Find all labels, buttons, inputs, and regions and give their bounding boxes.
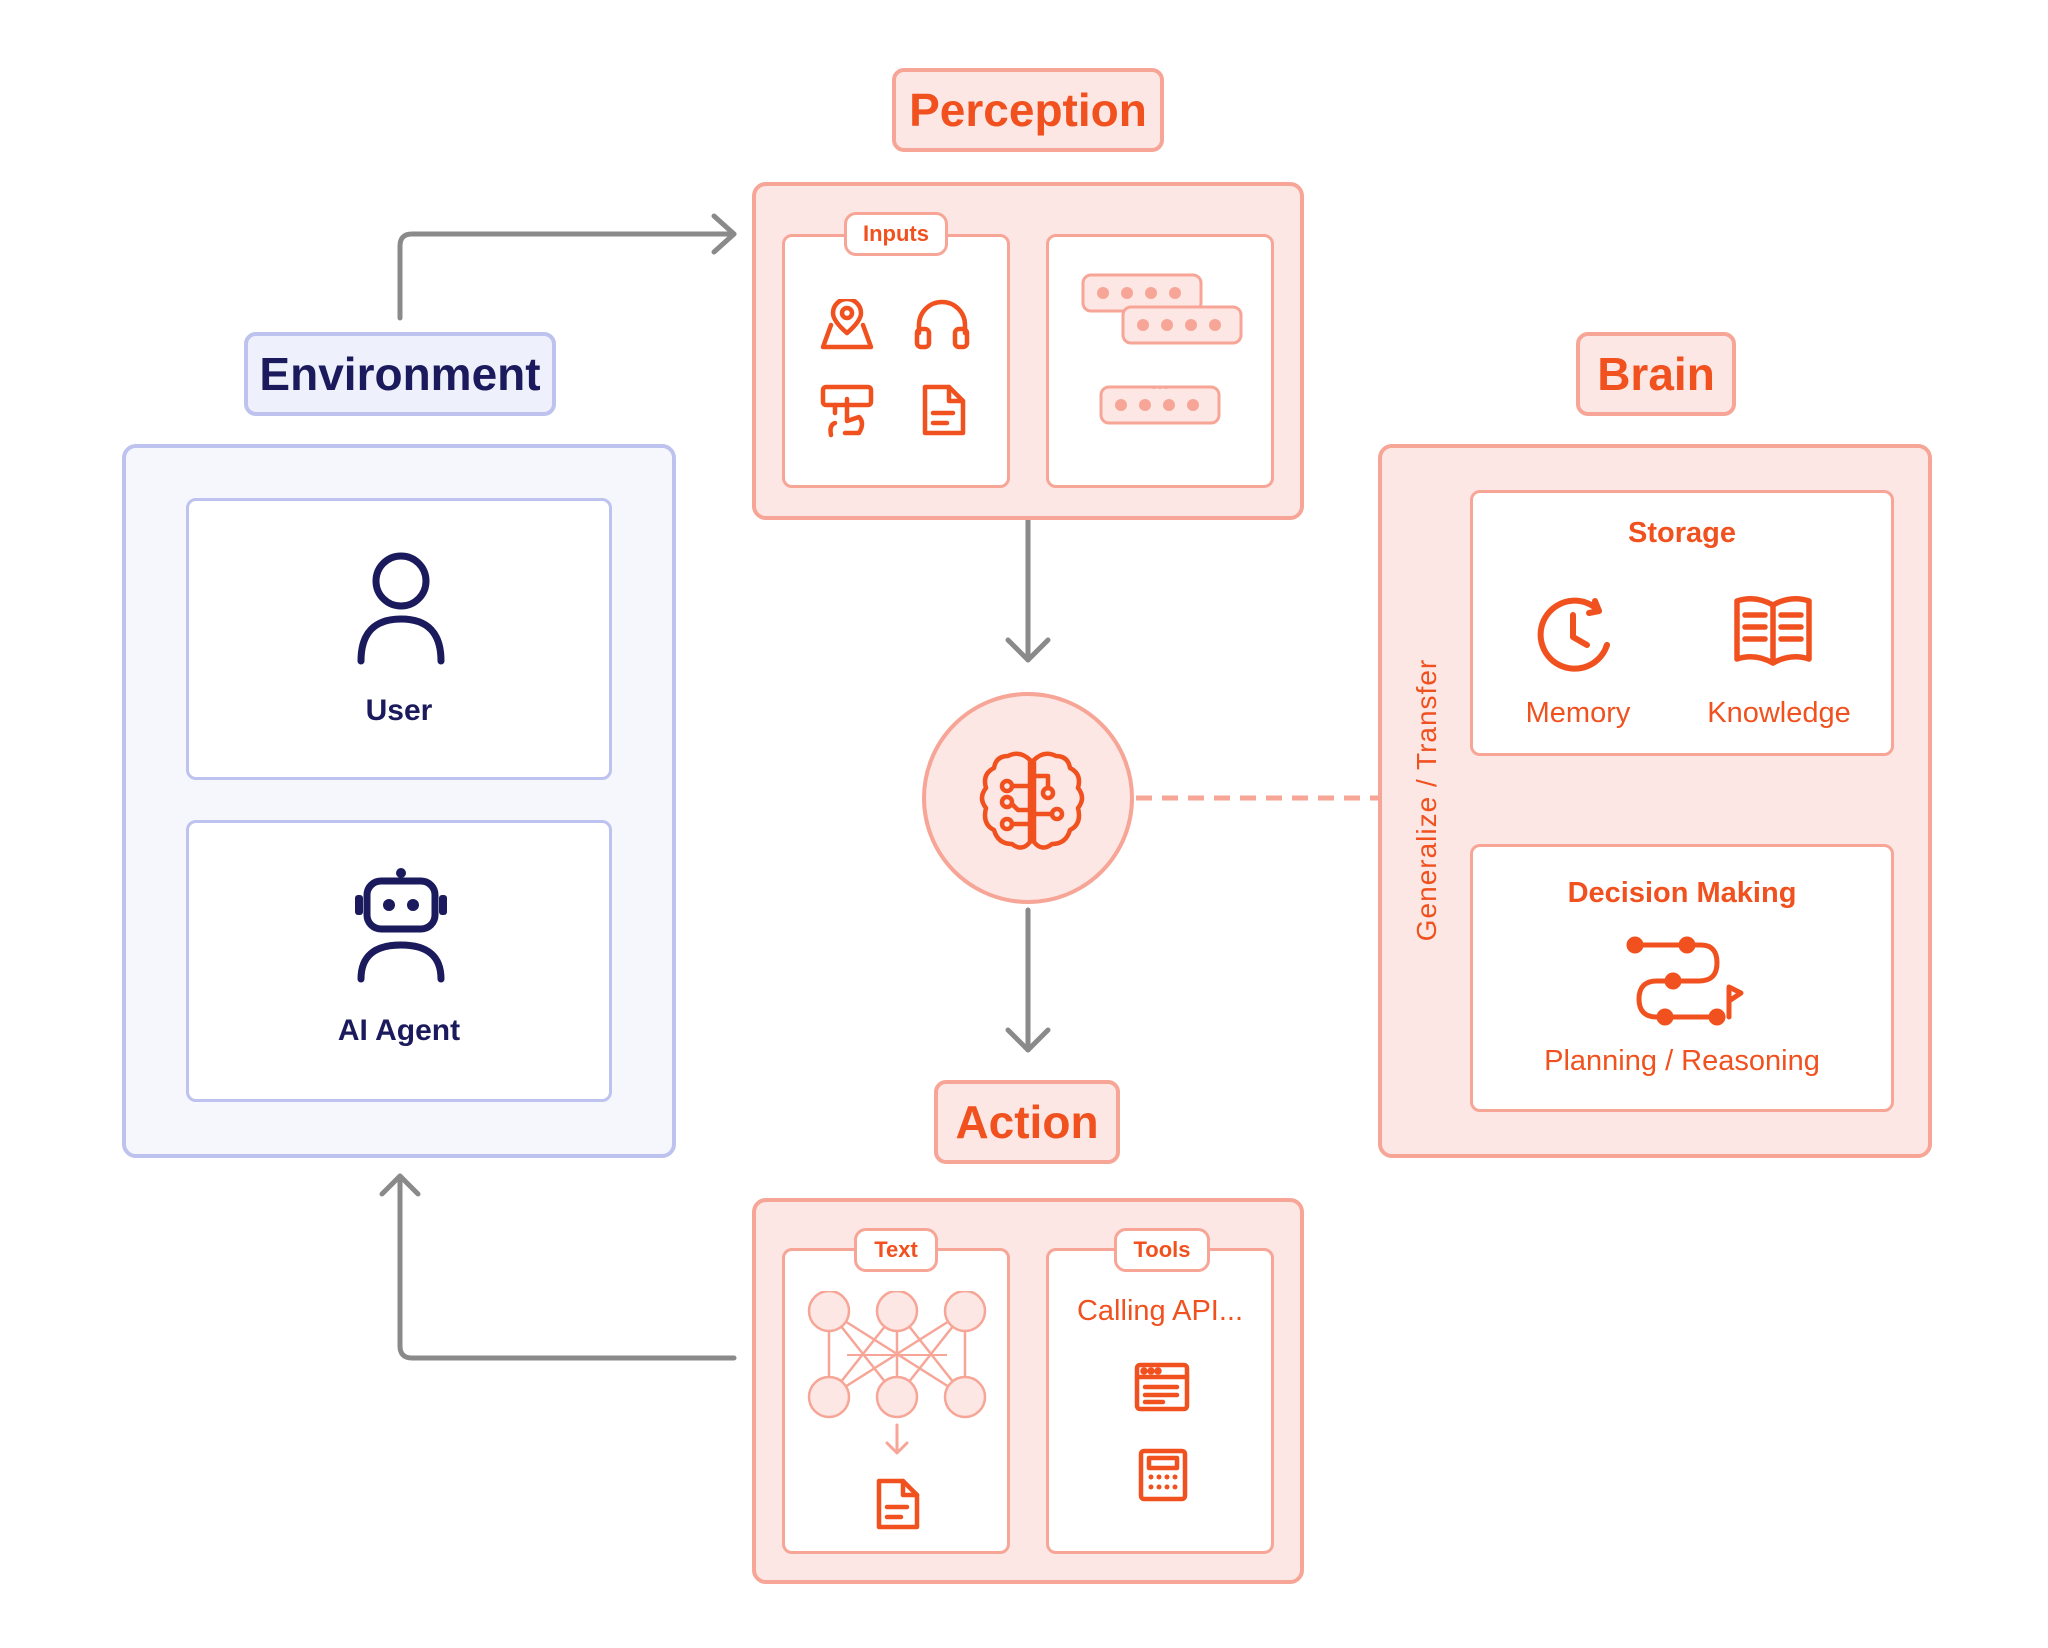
map-pin-icon [819, 299, 875, 351]
decision-making-card: Decision Making Planning / Reasoning [1470, 844, 1894, 1112]
token-ellipsis: ... [1150, 369, 1170, 394]
action-to-environment-arrow [397, 1173, 737, 1361]
user-card: User [186, 498, 612, 780]
user-label: User [365, 694, 433, 727]
clock-icon [1533, 591, 1617, 675]
brain-icon [976, 746, 1088, 858]
book-icon [1731, 593, 1815, 671]
brain-node [922, 692, 1134, 904]
tokens-card: ... [1046, 234, 1274, 488]
browser-window-icon [1133, 1361, 1191, 1413]
text-card [782, 1248, 1010, 1554]
touch-icon [819, 383, 875, 441]
document-icon [921, 383, 967, 437]
token-group [1081, 271, 1251, 431]
perception-title: Perception [892, 68, 1164, 152]
calculator-icon [1137, 1447, 1189, 1503]
storage-title: Storage [1628, 516, 1736, 549]
environment-to-perception-arrow [397, 231, 737, 321]
path-icon [1625, 933, 1745, 1029]
document-icon [875, 1477, 921, 1531]
environment-title: Environment [244, 332, 556, 416]
brain-title: Brain [1576, 332, 1736, 416]
generalize-transfer-label: Generalize / Transfer [1411, 658, 1442, 942]
planning-reasoning-label: Planning / Reasoning [1544, 1044, 1820, 1077]
user-icon [353, 551, 449, 667]
calling-api-label: Calling API... [1076, 1294, 1244, 1327]
inputs-card [782, 234, 1010, 488]
action-title: Action [934, 1080, 1120, 1164]
tools-tag: Tools [1114, 1228, 1210, 1272]
neural-network-icon [807, 1291, 987, 1421]
memory-label: Memory [1525, 696, 1631, 729]
ai-agent-card: AI Agent [186, 820, 612, 1102]
tools-card: Calling API... [1046, 1248, 1274, 1554]
knowledge-label: Knowledge [1707, 696, 1851, 729]
text-tag: Text [854, 1228, 938, 1272]
ai-agent-label: AI Agent [337, 1014, 461, 1047]
robot-icon [351, 867, 451, 983]
down-arrow-icon [883, 1423, 911, 1457]
inputs-tag: Inputs [844, 212, 948, 256]
storage-card: Storage Memory Knowledge [1470, 490, 1894, 756]
headphones-icon [913, 297, 971, 351]
decision-making-title: Decision Making [1567, 876, 1797, 909]
